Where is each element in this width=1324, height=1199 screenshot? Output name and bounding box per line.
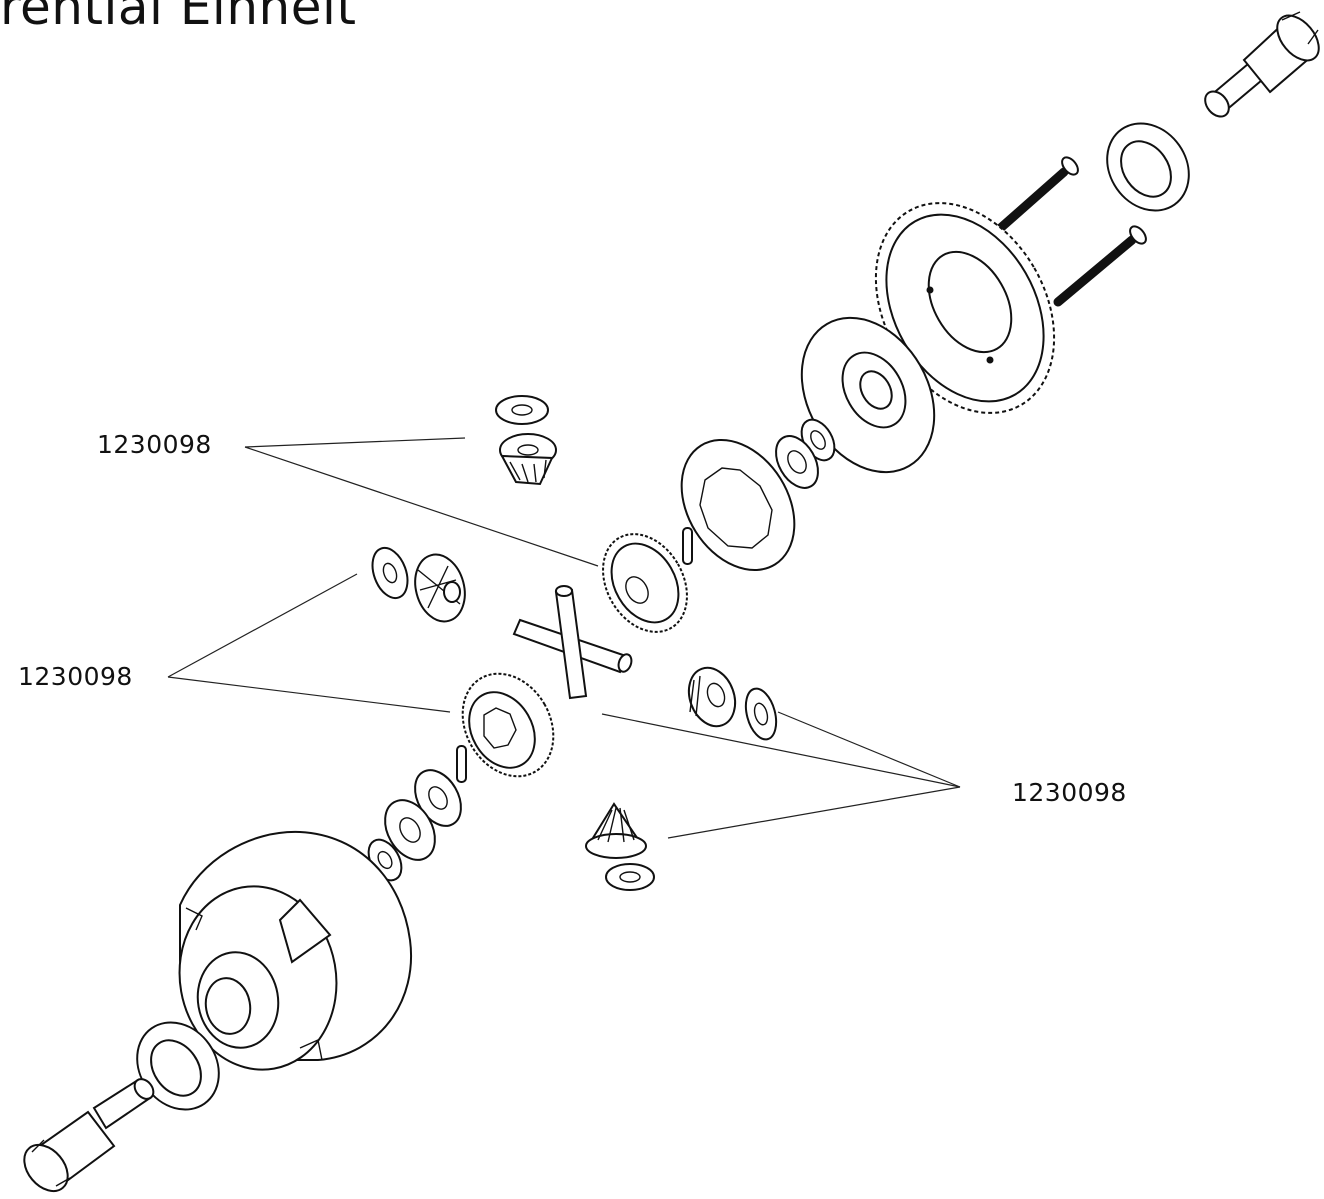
pin <box>456 745 467 783</box>
shim-washer <box>744 687 778 741</box>
leader-line <box>601 713 961 788</box>
leader-line <box>167 573 358 678</box>
leader-line <box>167 676 451 713</box>
leader-line <box>244 437 466 448</box>
diff-case <box>178 830 413 1071</box>
bearing-bottom <box>136 1021 220 1111</box>
diff-cap <box>800 316 936 474</box>
pin <box>682 527 693 565</box>
part-number-label-middle-left: 1230098 <box>18 662 133 691</box>
part-number-label-top-left: 1230098 <box>97 430 212 459</box>
bevel-gear <box>602 533 688 633</box>
bearing-top <box>1106 122 1190 212</box>
shim-washer <box>371 546 409 600</box>
bevel-gear <box>461 672 555 778</box>
shim-washer <box>495 395 549 425</box>
shim-washer <box>775 435 819 489</box>
shim-washer <box>384 799 436 861</box>
bevel-gear <box>499 433 557 486</box>
output-cup-bottom <box>23 1078 155 1193</box>
screw <box>1053 225 1147 307</box>
cross-pin <box>512 585 633 700</box>
bevel-gear <box>585 802 647 859</box>
output-cup-top <box>1204 11 1320 118</box>
leader-line <box>777 711 961 788</box>
bevel-gear <box>414 553 466 623</box>
leader-lines <box>167 437 961 839</box>
bevel-gear <box>687 666 737 728</box>
gasket <box>680 438 796 572</box>
screw <box>991 156 1079 237</box>
leader-line <box>244 446 599 567</box>
leader-line <box>667 786 961 839</box>
shim-washer <box>605 863 655 891</box>
part-number-label-right: 1230098 <box>1012 778 1127 807</box>
page-title: rential Einheit <box>0 0 357 36</box>
